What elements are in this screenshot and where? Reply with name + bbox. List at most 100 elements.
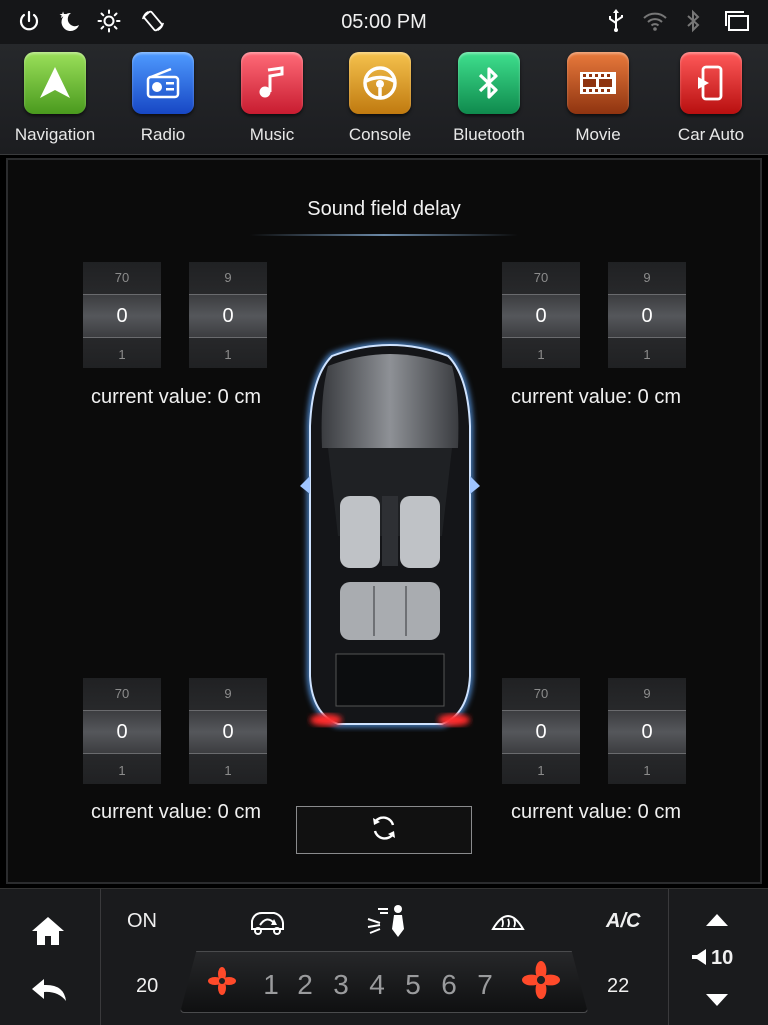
- picker-current-value: 0: [83, 294, 161, 338]
- picker-next-value: 1: [537, 763, 545, 778]
- steering-wheel-icon: [349, 52, 411, 114]
- music-icon: [241, 52, 303, 114]
- ac-button[interactable]: A/C: [606, 910, 641, 932]
- picker-current-value: 0: [189, 294, 267, 338]
- defrost-icon[interactable]: [490, 907, 526, 940]
- fan-low-icon[interactable]: [208, 967, 236, 1000]
- multi-window-icon[interactable]: [724, 8, 750, 34]
- picker-prev-value: 70: [114, 270, 130, 285]
- volume-down-icon[interactable]: [705, 993, 729, 1012]
- app-console[interactable]: Console: [330, 52, 430, 145]
- fan-speed-bar[interactable]: [180, 951, 588, 1013]
- picker-current-value: 0: [502, 710, 580, 754]
- status-bar: ★ 05:00 PM: [0, 0, 768, 44]
- front-right-current-value: current value: 0 cm: [510, 386, 682, 408]
- app-label: Radio: [140, 125, 186, 144]
- delay-picker-rear-right-tens[interactable]: 70 0 1: [502, 678, 580, 784]
- picker-prev-value: 9: [643, 270, 651, 285]
- page-title: Sound field delay: [307, 198, 461, 220]
- power-icon[interactable]: [16, 8, 42, 34]
- picker-prev-value: 70: [533, 686, 549, 701]
- title-underline: [250, 234, 518, 236]
- volume-level: 10: [711, 947, 734, 969]
- refresh-icon: [368, 812, 400, 849]
- volume-up-icon[interactable]: [705, 913, 729, 932]
- brightness-icon[interactable]: [96, 8, 122, 34]
- navigation-icon: [24, 52, 86, 114]
- home-icon[interactable]: [30, 915, 66, 952]
- picker-next-value: 1: [118, 347, 126, 362]
- night-mode-icon[interactable]: ★: [56, 8, 82, 34]
- bluetooth-icon: [458, 52, 520, 114]
- picker-prev-value: 9: [643, 686, 651, 701]
- right-temperature[interactable]: 22: [607, 975, 630, 997]
- volume-column: 10: [668, 889, 768, 1025]
- picker-current-value: 0: [608, 710, 686, 754]
- app-music[interactable]: Music: [222, 52, 322, 145]
- fan-level-7[interactable]: 7: [477, 969, 493, 1000]
- delay-picker-front-left-tens[interactable]: 70 0 1: [83, 262, 161, 368]
- fan-level-1[interactable]: 1: [263, 969, 279, 1000]
- fan-high-icon[interactable]: [522, 961, 560, 1004]
- picker-next-value: 1: [537, 347, 545, 362]
- picker-prev-value: 9: [224, 270, 232, 285]
- picker-current-value: 0: [502, 294, 580, 338]
- climate-control-bar: ON A/C 20 1 2 3 4 5 6 7 22 10: [0, 888, 768, 1025]
- picker-next-value: 1: [118, 763, 126, 778]
- app-label: Car Auto: [677, 125, 745, 144]
- picker-prev-value: 70: [114, 686, 130, 701]
- delay-picker-rear-right-units[interactable]: 9 0 1: [608, 678, 686, 784]
- back-icon[interactable]: [30, 975, 68, 1008]
- picker-next-value: 1: [224, 763, 232, 778]
- bluetooth-icon: [680, 8, 706, 34]
- speaker-icon: [691, 948, 707, 971]
- delay-picker-rear-left-tens[interactable]: 70 0 1: [83, 678, 161, 784]
- picker-next-value: 1: [224, 347, 232, 362]
- air-direction-icon[interactable]: [364, 903, 410, 944]
- delay-picker-front-right-units[interactable]: 9 0 1: [608, 262, 686, 368]
- phone-link-icon: [680, 52, 742, 114]
- delay-picker-rear-left-units[interactable]: 9 0 1: [189, 678, 267, 784]
- front-left-current-value: current value: 0 cm: [90, 386, 262, 408]
- picker-prev-value: 9: [224, 686, 232, 701]
- climate-on-button[interactable]: ON: [127, 910, 157, 932]
- radio-icon: [132, 52, 194, 114]
- left-temperature[interactable]: 20: [136, 975, 159, 997]
- app-navigation[interactable]: Navigation: [5, 52, 105, 145]
- fan-level-5[interactable]: 5: [405, 969, 421, 1000]
- fan-level-6[interactable]: 6: [441, 969, 457, 1000]
- delay-picker-front-right-tens[interactable]: 70 0 1: [502, 262, 580, 368]
- left-nav-column: [0, 889, 101, 1025]
- app-movie[interactable]: Movie: [548, 52, 648, 145]
- picker-next-value: 1: [643, 763, 651, 778]
- wifi-icon: [642, 8, 668, 34]
- rear-left-current-value: current value: 0 cm: [90, 801, 262, 823]
- app-label: Bluetooth: [453, 125, 525, 144]
- fan-level-4[interactable]: 4: [369, 969, 385, 1000]
- recirculation-icon[interactable]: [248, 907, 286, 942]
- car-top-view-image: [300, 342, 480, 727]
- usb-icon: [603, 8, 629, 34]
- app-label: Music: [249, 125, 295, 144]
- picker-next-value: 1: [643, 347, 651, 362]
- screen-rotate-icon[interactable]: [140, 8, 166, 34]
- fan-level-3[interactable]: 3: [333, 969, 349, 1000]
- delay-picker-front-left-units[interactable]: 9 0 1: [189, 262, 267, 368]
- picker-current-value: 0: [83, 710, 161, 754]
- app-label: Navigation: [14, 125, 96, 144]
- picker-current-value: 0: [608, 294, 686, 338]
- picker-prev-value: 70: [533, 270, 549, 285]
- app-label: Console: [348, 125, 412, 144]
- app-launcher-bar: Navigation Radio Music Console Bluetooth…: [0, 44, 768, 155]
- clock: 05:00 PM: [341, 11, 427, 33]
- reset-button[interactable]: [296, 806, 472, 854]
- app-label: Movie: [575, 125, 621, 144]
- app-car-auto[interactable]: Car Auto: [661, 52, 761, 145]
- app-bluetooth[interactable]: Bluetooth: [439, 52, 539, 145]
- app-radio[interactable]: Radio: [113, 52, 213, 145]
- fan-level-2[interactable]: 2: [297, 969, 313, 1000]
- rear-right-current-value: current value: 0 cm: [510, 801, 682, 823]
- film-icon: [567, 52, 629, 114]
- svg-text:★: ★: [59, 11, 67, 21]
- picker-current-value: 0: [189, 710, 267, 754]
